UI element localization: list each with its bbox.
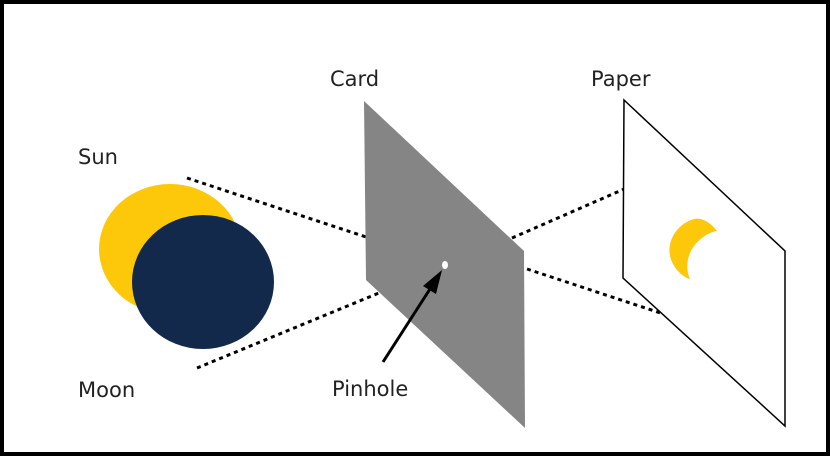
sun-label: Sun (78, 145, 118, 169)
pinhole-pointer-arrow (381, 288, 432, 363)
arrowhead (423, 270, 442, 294)
pinhole-projection-diagram: Sun Moon Card Paper Pinhole (78, 67, 786, 428)
pinhole (442, 261, 448, 269)
paper-plane (622, 98, 786, 428)
moon-label: Moon (78, 378, 135, 402)
paper-label: Paper (591, 67, 651, 91)
moon-disc (132, 215, 274, 349)
card-label: Card (330, 67, 379, 91)
crescent-image (669, 218, 717, 279)
pinhole-label: Pinhole (332, 377, 408, 401)
